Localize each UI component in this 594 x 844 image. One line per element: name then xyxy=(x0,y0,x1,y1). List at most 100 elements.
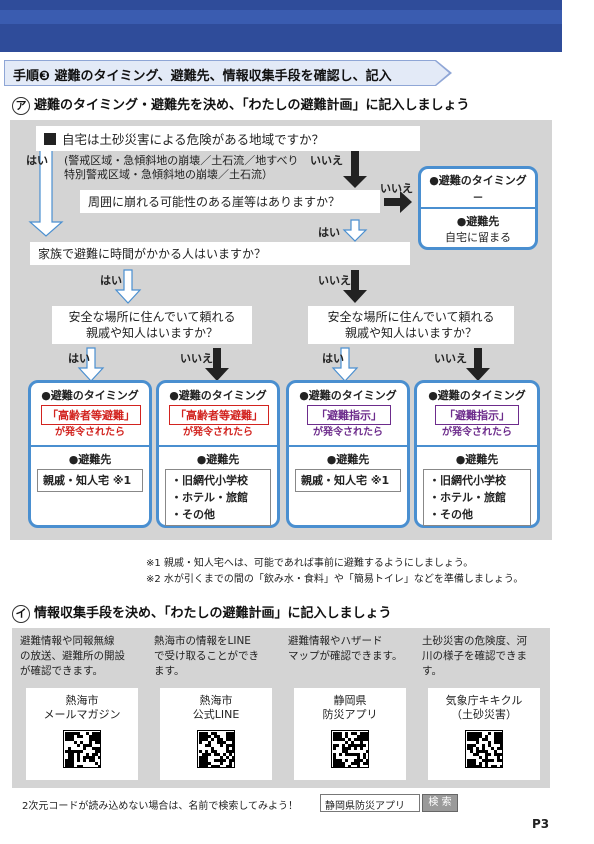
question-1-text: 自宅は土砂災害による危険がある地域ですか？ xyxy=(62,132,325,147)
card4-dest-label: ●避難先 xyxy=(455,453,499,466)
card3-timing-label: ●避難のタイミング xyxy=(299,389,397,402)
question-4-right: 安全な場所に住んでいて頼れる 親戚や知人はいますか？ xyxy=(308,306,514,344)
qr-code-2[interactable] xyxy=(197,730,235,768)
qr-code-4[interactable] xyxy=(465,730,503,768)
info4-desc-line3: す。 xyxy=(422,665,442,677)
q1-note-line2: 特別警戒区域・急傾斜地の崩壊／土石流） xyxy=(64,168,273,181)
stay-timing-label: ●避難のタイミング xyxy=(429,174,527,187)
arrow-q2-no xyxy=(384,191,412,213)
info2-desc-line3: ます。 xyxy=(154,665,185,677)
step-banner: 手順❸ 避難のタイミング、避難先、情報収集手段を確認し、記入 xyxy=(4,60,436,86)
qr-code-3[interactable] xyxy=(331,730,369,768)
question-1: 自宅は土砂災害による危険がある地域ですか？ xyxy=(36,126,420,151)
card1-timing-label: ●避難のタイミング xyxy=(41,389,139,402)
card1-dest-line1: 親戚・知人宅 ※1 xyxy=(43,474,132,487)
card2-dest-box: ・旧網代小学校 ・ホテル・旅館 ・その他 xyxy=(165,469,271,526)
card1-issued: が発令されたら xyxy=(55,427,125,438)
card2-dest-line1: ・旧網代小学校 xyxy=(171,474,248,487)
card4-dest-line1: ・旧網代小学校 xyxy=(429,474,506,487)
q1-no-label: いいえ xyxy=(310,154,343,167)
arrow-q2-yes xyxy=(342,219,368,242)
card3-dest-line1: 親戚・知人宅 ※1 xyxy=(301,474,390,487)
search-button[interactable]: 検 索 xyxy=(422,794,458,812)
arrow-left-no xyxy=(205,348,229,381)
info4-desc-line2: 川の様子を確認できま xyxy=(422,650,527,662)
info1-name: 熱海市 メールマガジン xyxy=(26,694,138,722)
info3-name: 静岡県 防災アプリ xyxy=(294,694,406,722)
card2-alert: 「高齢者等避難」 xyxy=(169,405,269,425)
page-number: P3 xyxy=(532,817,550,831)
info1-desc-line1: 避難情報や同報無線 xyxy=(20,635,115,647)
info3-name-line2: 防災アプリ xyxy=(322,708,378,721)
info2-name-line2: 公式LINE xyxy=(192,708,240,721)
search-hint: 2次元コードが読み込めない場合は、名前で検索してみよう！ xyxy=(22,801,299,812)
result-card-2: ●避難のタイミング 「高齢者等避難」 が発令されたら ●避難先 ・旧網代小学校 … xyxy=(156,380,280,528)
info1-desc-line2: の放送、避難所の開設 xyxy=(20,650,125,662)
card2-timing-label: ●避難のタイミング xyxy=(169,389,267,402)
q4-left-line2: 親戚や知人はいますか？ xyxy=(85,326,218,340)
card2-dest-line3: ・その他 xyxy=(171,508,215,521)
q1-yes-label: はい xyxy=(26,154,48,167)
footnote-2: ※2 水が引くまでの間の「飲み水・食料」や「簡易トイレ」などを準備しましょう。 xyxy=(146,574,524,585)
q4-right-no: いいえ xyxy=(434,352,467,365)
info4-desc-line1: 土砂災害の危険度、河 xyxy=(422,635,527,647)
result-card-4: ●避難のタイミング 「避難指示」 が発令されたら ●避難先 ・旧網代小学校 ・ホ… xyxy=(414,380,540,528)
q2-yes-label: はい xyxy=(318,226,340,239)
info2-desc-line2: で受け取ることができ xyxy=(154,650,259,662)
card1-dest-label: ●避難先 xyxy=(68,453,112,466)
stay-dest-label: ●避難先 xyxy=(456,215,500,228)
result-card-1: ●避難のタイミング 「高齢者等避難」 が発令されたら ●避難先 親戚・知人宅 ※… xyxy=(28,380,152,528)
arrow-q1-yes xyxy=(28,149,64,237)
question-4-left: 安全な場所に住んでいて頼れる 親戚や知人はいますか？ xyxy=(52,306,252,344)
card4-alert: 「避難指示」 xyxy=(435,405,519,425)
arrow-left-yes xyxy=(77,347,105,382)
q4-left-yes: はい xyxy=(68,352,90,365)
card3-dest-box: 親戚・知人宅 ※1 xyxy=(295,469,401,492)
info1-name-line1: 熱海市 xyxy=(65,694,99,707)
card2-dest-line2: ・ホテル・旅館 xyxy=(171,491,248,504)
section-i-title: イ情報収集手段を決め、「わたしの避難計画」に記入しましょう xyxy=(12,602,392,623)
card1-alert: 「高齢者等避難」 xyxy=(41,405,141,425)
q4-right-line2: 親戚や知人はいますか？ xyxy=(344,326,477,340)
search-input[interactable]: 静岡県防災アプリ xyxy=(320,794,420,812)
arrow-right-yes xyxy=(331,347,359,382)
card3-issued: が発令されたら xyxy=(313,427,383,438)
info2-desc: 熱海市の情報をLINE で受け取ることができ ます。 xyxy=(154,634,259,679)
header-band xyxy=(0,0,562,52)
q4-right-line1: 安全な場所に住んでいて頼れる xyxy=(327,310,495,324)
section-i-title-text: 情報収集手段を決め、「わたしの避難計画」に記入しましょう xyxy=(34,606,392,621)
section-i-marker: イ xyxy=(12,604,30,623)
section-a-title-text: 避難のタイミング・避難先を決め、「わたしの避難計画」に記入しましょう xyxy=(34,98,470,113)
info4-name-line2: （土砂災害） xyxy=(451,708,517,721)
q4-right-yes: はい xyxy=(322,352,344,365)
pencil-icon xyxy=(44,133,56,145)
info3-desc-line1: 避難情報やハザード xyxy=(288,635,383,647)
q4-left-no: いいえ xyxy=(180,352,213,365)
info4-name: 気象庁キキクル （土砂災害） xyxy=(428,694,540,722)
step-banner-text: 手順❸ 避難のタイミング、避難先、情報収集手段を確認し、記入 xyxy=(13,69,392,84)
q3-yes-label: はい xyxy=(100,274,122,287)
card4-issued: が発令されたら xyxy=(442,427,512,438)
question-2: 周囲に崩れる可能性のある崖等はありますか？ xyxy=(80,190,380,213)
qr-code-1[interactable] xyxy=(63,730,101,768)
card2-issued: が発令されたら xyxy=(183,427,253,438)
info4-desc: 土砂災害の危険度、河 川の様子を確認できま す。 xyxy=(422,634,527,679)
info4-name-line1: 気象庁キキクル xyxy=(445,694,523,707)
q2-no-label: いいえ xyxy=(380,182,413,195)
card1-dest-box: 親戚・知人宅 ※1 xyxy=(37,469,143,492)
arrow-q3-yes xyxy=(114,269,142,304)
arrow-q3-no xyxy=(343,270,367,303)
stay-dest-value: 自宅に留まる xyxy=(445,231,511,244)
card4-timing-label: ●避難のタイミング xyxy=(428,389,526,402)
info1-desc-line3: が確認できます。 xyxy=(20,665,103,677)
stay-timing-value: － xyxy=(472,191,484,204)
card4-dest-box: ・旧網代小学校 ・ホテル・旅館 ・その他 xyxy=(423,469,531,526)
q1-note-line1: (警戒区域・急傾斜地の崩壊／土石流／地すべり xyxy=(64,154,299,167)
card4-dest-line2: ・ホテル・旅館 xyxy=(429,491,506,504)
card3-dest-label: ●避難先 xyxy=(326,453,370,466)
banner-arrow-inner xyxy=(435,61,449,85)
result-card-3: ●避難のタイミング 「避難指示」 が発令されたら ●避難先 親戚・知人宅 ※1 xyxy=(286,380,410,528)
info2-desc-line1: 熱海市の情報をLINE xyxy=(154,635,251,647)
section-a-title: ア避難のタイミング・避難先を決め、「わたしの避難計画」に記入しましょう xyxy=(12,94,470,115)
